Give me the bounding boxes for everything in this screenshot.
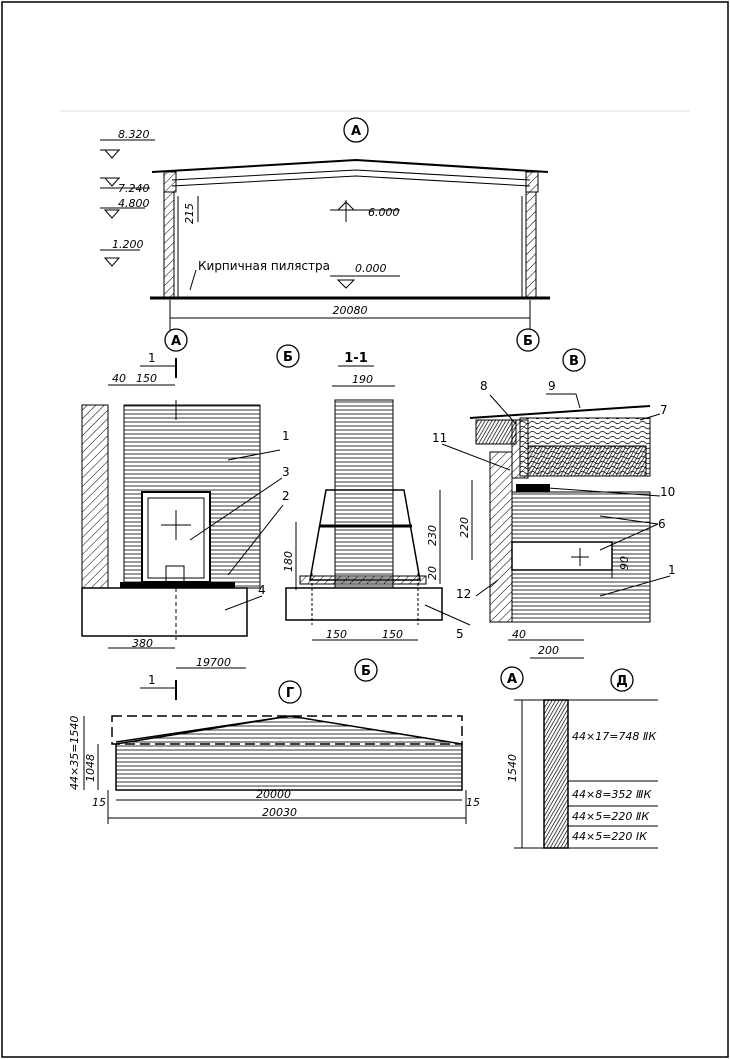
section-1-1: 1-1 190 180 230 20 150 150 5 Б	[282, 351, 471, 682]
pilaster-right	[525, 191, 537, 299]
mark-6000: 6.000	[368, 206, 400, 219]
glulam-beam	[115, 715, 463, 791]
dim-20: 20	[426, 566, 439, 580]
dim-150: 150	[136, 372, 157, 385]
section-11-title: 1-1	[344, 351, 368, 366]
dim-190: 190	[352, 373, 373, 386]
cut-1-top: 1	[148, 351, 156, 365]
roof-line	[151, 158, 549, 173]
roof-slab	[527, 445, 647, 477]
level-marks	[100, 139, 155, 267]
section-a-marker-text: А	[351, 124, 361, 139]
node-g: Г 44×35=1540 1048 15 15 20000 20030	[68, 680, 480, 824]
dim-40: 40	[112, 372, 126, 385]
node-d-marker: Д	[616, 674, 628, 689]
dim-19700: 19700	[196, 656, 231, 669]
callout-3: 3	[282, 465, 290, 479]
dim-1540: 1540	[506, 754, 519, 782]
callout-9: 9	[548, 379, 556, 393]
layer-row-3: 44×5=220 ⅡК	[572, 810, 650, 823]
callout-6: 6	[658, 517, 666, 531]
dim-230: 230	[426, 525, 439, 546]
dim-90: 90	[618, 556, 631, 570]
callout-8: 8	[480, 379, 488, 393]
level-8320: 8.320	[118, 128, 150, 141]
node-v-marker: В	[569, 354, 579, 369]
node-b: Б 1 40 150 1 3 2 4 380 19700 1	[81, 344, 300, 700]
layer-row-1: 44×17=748 ⅡК	[572, 730, 657, 743]
node-b-marker: Б	[283, 350, 293, 365]
dim-15-right: 15	[466, 796, 480, 809]
dim-stack: 44×35=1540	[68, 716, 81, 790]
callout-1-v: 1	[668, 563, 676, 577]
dim-380: 380	[132, 637, 153, 650]
callout-12: 12	[456, 587, 471, 601]
dim-150-a: 150	[326, 628, 347, 641]
section-11-column	[334, 399, 394, 591]
callout-10: 10	[660, 485, 675, 499]
node-d: Д 1540 44×17=748 ⅡК 44×8=352 ⅢК 44×5=220…	[506, 668, 658, 849]
section-11-foundation	[285, 587, 443, 621]
dim-20000: 20000	[256, 788, 291, 801]
section-a-marker	[343, 117, 369, 143]
callout-1: 1	[282, 429, 290, 443]
callout-5: 5	[456, 627, 464, 641]
dim-220: 220	[458, 517, 471, 538]
dim-200: 200	[538, 644, 559, 657]
level-1200: 1.200	[112, 238, 144, 251]
steel-shoe	[141, 491, 211, 583]
level-7240: 7.240	[118, 182, 150, 195]
dim-1048: 1048	[84, 754, 97, 782]
brick-wall	[81, 404, 109, 589]
pilaster-label: Кирпичная пилястра	[198, 259, 330, 273]
layer-row-2: 44×8=352 ⅢК	[572, 788, 653, 801]
dim-15-left: 15	[92, 796, 106, 809]
callout-7: 7	[660, 403, 668, 417]
dim-215: 215	[183, 203, 196, 224]
span-20080: 20080	[333, 304, 368, 317]
axis-a: А	[171, 334, 181, 349]
dim-150-b: 150	[382, 628, 403, 641]
foundation	[81, 587, 248, 637]
layer-row-4: 44×5=220 ⅠК	[572, 830, 648, 843]
dim-40-v: 40	[512, 628, 526, 641]
cut-1-bottom: 1	[148, 673, 156, 687]
callout-4: 4	[258, 583, 266, 597]
axis-b: Б	[523, 334, 533, 349]
node-v-axis: А	[507, 672, 517, 687]
section-a: А 8.320 7.240 4.800 1.200 215 6.000	[100, 117, 550, 352]
node-g-marker: Г	[286, 686, 294, 701]
level-4800: 4.800	[118, 197, 150, 210]
mark-0000: 0.000	[355, 262, 387, 275]
node-v-wall	[489, 451, 513, 623]
layered-section	[543, 699, 569, 849]
dim-20030: 20030	[262, 806, 297, 819]
dim-180: 180	[282, 551, 295, 572]
pilaster-left	[163, 191, 175, 299]
node-v: В 8 9 7 11 10 6 1 12 220 90 40 200 А	[432, 348, 676, 690]
section-11-axis: Б	[361, 664, 371, 679]
callout-2: 2	[282, 489, 290, 503]
callout-11: 11	[432, 431, 447, 445]
roof-insulation	[475, 419, 517, 445]
